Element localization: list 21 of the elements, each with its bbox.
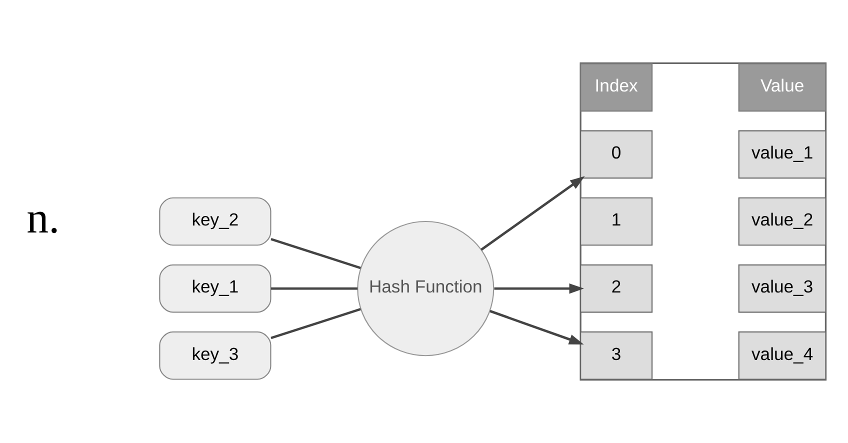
- node-box: 1: [580, 197, 653, 246]
- node-box: Index: [580, 63, 653, 112]
- node-box: Value: [738, 63, 826, 112]
- node-box: key_1: [159, 264, 272, 313]
- arrow: [494, 283, 584, 294]
- node-box: key_3: [159, 331, 272, 380]
- node-box: value_1: [738, 130, 826, 179]
- connector: [271, 287, 358, 290]
- node-circle: Hash Function: [357, 220, 494, 356]
- arrow: [480, 176, 585, 251]
- node-box: 3: [580, 331, 653, 380]
- arrow: [490, 310, 584, 344]
- node-box: 2: [580, 264, 653, 313]
- node-box: value_3: [738, 264, 826, 313]
- node-box: key_2: [159, 197, 272, 246]
- node-box: value_4: [738, 331, 826, 380]
- node-box: value_2: [738, 197, 826, 246]
- connector: [270, 238, 361, 270]
- connector: [270, 308, 361, 340]
- label: n.: [26, 193, 60, 242]
- node-box: 0: [580, 130, 653, 179]
